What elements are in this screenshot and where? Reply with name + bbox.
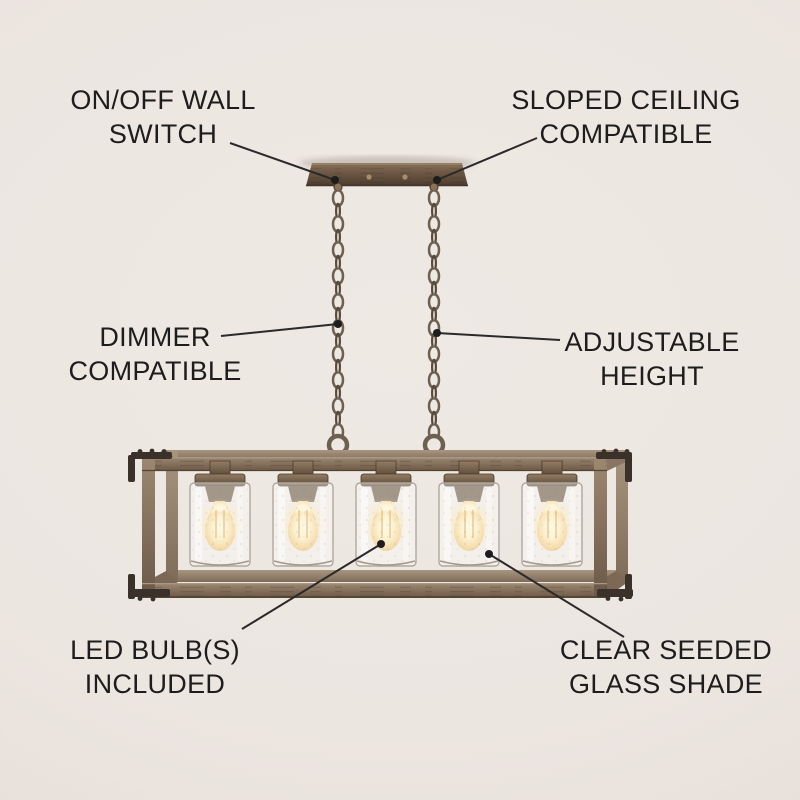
label-dimmer: DIMMER COMPATIBLE [68, 320, 241, 388]
frame-front-right-post [594, 457, 607, 598]
callout-dot-glass-shade [485, 550, 493, 558]
callout-dots [331, 176, 493, 558]
hanging-chain-left [330, 190, 346, 436]
canopy-grain [308, 166, 464, 185]
bracket-top-right [596, 452, 632, 459]
label-line: HEIGHT [600, 361, 704, 391]
frame-grain [142, 458, 607, 470]
label-adjustable-height: ADJUSTABLE HEIGHT [564, 325, 739, 393]
light-shade-1 [189, 460, 251, 567]
canopy-screw [402, 174, 408, 180]
frame-back-right-post [616, 450, 628, 582]
label-line: LED BULB(S) [70, 635, 240, 665]
label-wall-switch: ON/OFF WALL SWITCH [70, 83, 255, 151]
bracket-top-left [131, 452, 172, 459]
light-shades [189, 460, 583, 567]
callout-dot-dimmer [334, 320, 342, 328]
bracket-bottom-left [129, 589, 170, 597]
canopy-chain-hook-right [429, 182, 439, 192]
label-line: COMPATIBLE [539, 119, 713, 149]
callout-dot-led-bulb [377, 540, 385, 548]
callout-line-adjustable [436, 332, 561, 341]
frame-back-bottom-rail [166, 570, 628, 582]
corner-brackets [128, 448, 633, 602]
callout-lines [220, 137, 625, 638]
frame-front-left-post [142, 457, 155, 598]
frame-grain [142, 584, 607, 597]
canopy-screw [366, 174, 372, 180]
label-line: COMPATIBLE [68, 356, 242, 386]
light-shade-5 [521, 460, 583, 567]
callout-dot-adjustable [433, 329, 441, 337]
label-sloped-ceiling: SLOPED CEILING COMPATIBLE [511, 83, 740, 151]
label-glass-shade: CLEAR SEEDED GLASS SHADE [560, 633, 772, 701]
hanging-chain-right [426, 190, 442, 436]
seeded-texture [358, 485, 414, 564]
label-led-bulb: LED BULB(S) INCLUDED [70, 633, 240, 701]
callout-line-sloped-ceiling [436, 137, 538, 181]
label-line: SLOPED CEILING [511, 85, 741, 115]
label-line: INCLUDED [84, 669, 226, 699]
seeded-texture [524, 485, 580, 564]
label-line: ADJUSTABLE [564, 327, 740, 357]
frame-back-top-rail [166, 450, 628, 461]
callout-dot-wall-switch [331, 176, 339, 184]
callout-dot-sloped-ceiling [433, 176, 441, 184]
label-line: CLEAR SEEDED [559, 635, 773, 665]
callout-line-dimmer [220, 323, 339, 337]
label-line: DIMMER [99, 322, 211, 352]
hanging-chains [326, 190, 446, 459]
callout-line-led-bulb [241, 543, 382, 630]
callout-line-glass-shade [488, 553, 625, 638]
label-line: ON/OFF WALL [70, 85, 256, 115]
light-shade-3 [355, 460, 417, 567]
label-line: GLASS SHADE [569, 669, 763, 699]
bracket-bottom-right [597, 589, 633, 597]
ceiling-canopy [299, 156, 475, 192]
label-line: SWITCH [108, 119, 218, 149]
frame-back-left-post [166, 450, 178, 582]
seeded-texture [275, 485, 331, 564]
light-shade-2 [272, 460, 334, 567]
callout-line-wall-switch [229, 142, 336, 181]
canopy-chain-hook-left [333, 182, 343, 192]
seeded-texture [192, 485, 248, 564]
